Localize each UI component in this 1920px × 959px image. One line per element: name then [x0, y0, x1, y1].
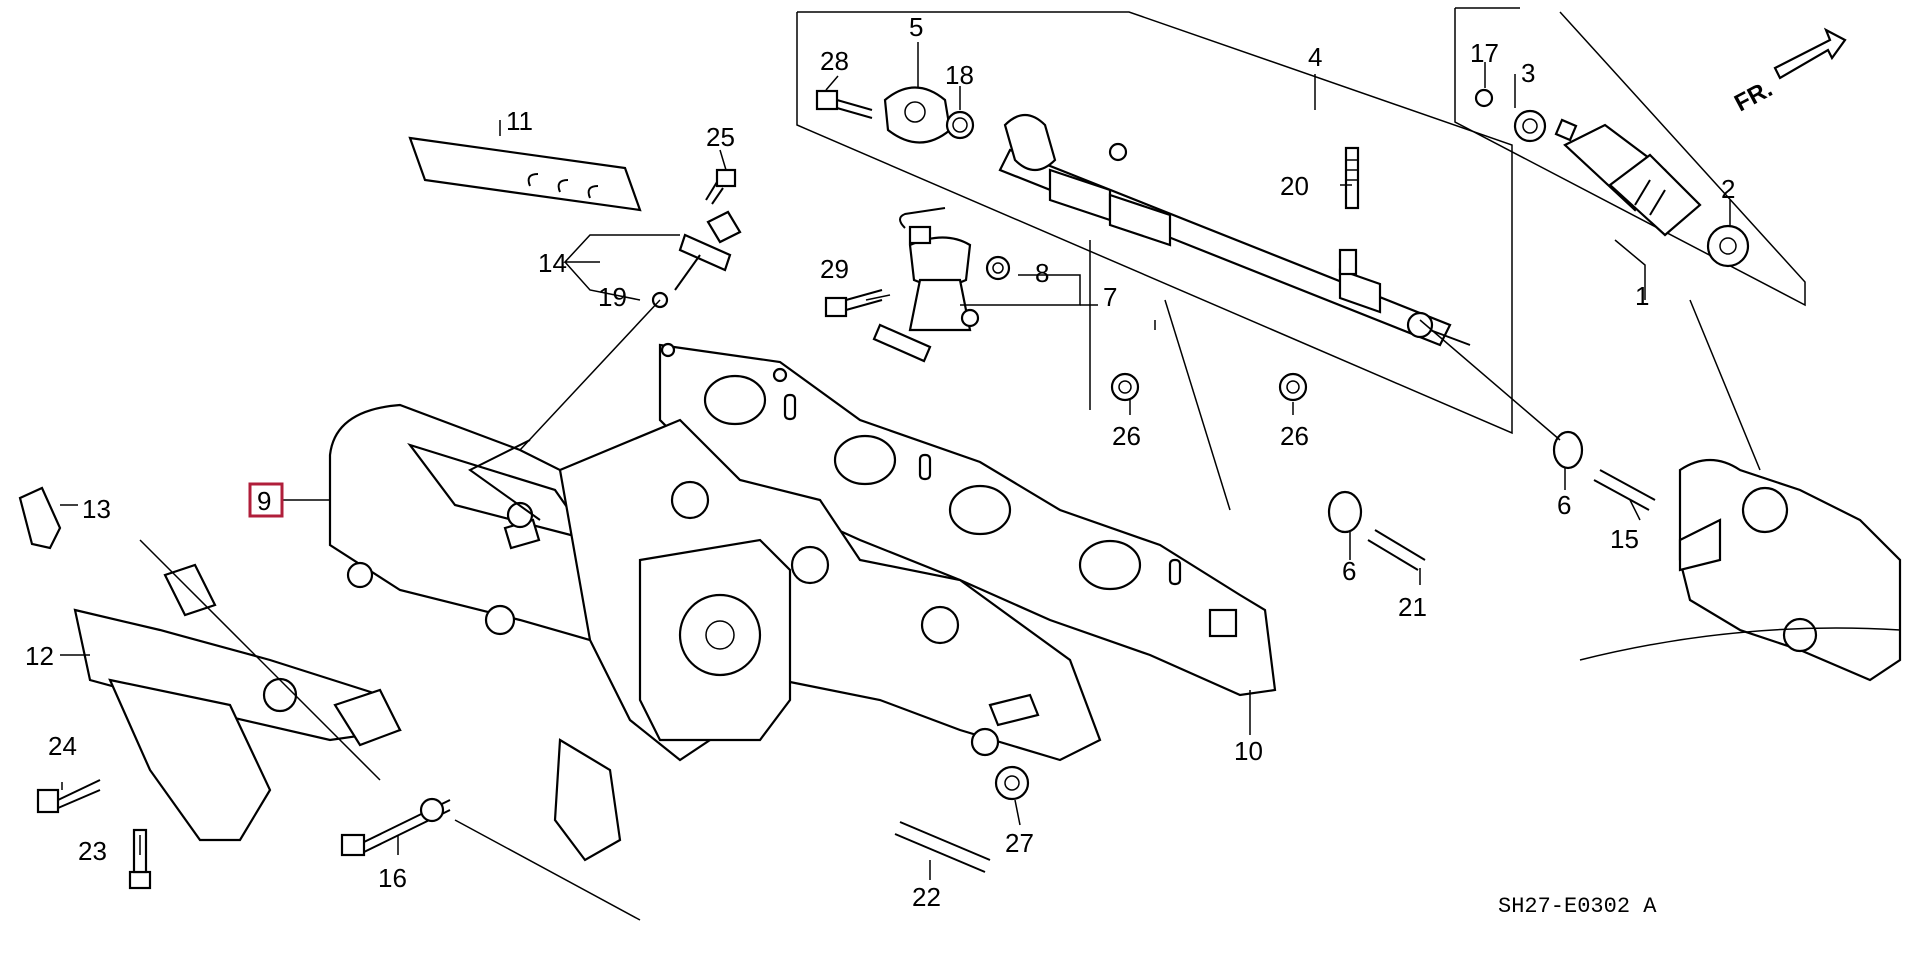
callout-6a: 6 [1342, 556, 1356, 586]
callout-2: 2 [1721, 174, 1735, 204]
bolt-16 [340, 797, 451, 857]
callout-26a: 26 [1112, 421, 1141, 451]
callout-24: 24 [48, 731, 77, 761]
pulsation-damper-5 [883, 86, 952, 144]
callout-8: 8 [1035, 258, 1049, 288]
injector-cushion-2 [1706, 224, 1750, 268]
callout-9: 9 [257, 486, 271, 516]
stud-22 [894, 821, 991, 873]
callout-27: 27 [1005, 828, 1034, 858]
nut-26b [1278, 372, 1308, 402]
collar-6a [1327, 490, 1363, 534]
nut-26a [1110, 372, 1140, 402]
stud-21 [1367, 529, 1426, 571]
o-ring-18 [945, 110, 975, 140]
bracket-12 [73, 563, 402, 842]
fuel-rail-group-outline [796, 11, 1513, 435]
callout-6b: 6 [1557, 490, 1571, 520]
callout-15: 15 [1610, 524, 1639, 554]
callout-7: 7 [1103, 282, 1117, 312]
intake-manifold-9 [328, 403, 1102, 862]
callout-29: 29 [820, 254, 849, 284]
stud-15 [1593, 469, 1656, 511]
emblem-11 [408, 136, 642, 212]
callout-13: 13 [82, 494, 111, 524]
callout-11: 11 [506, 106, 533, 136]
callout-19: 19 [598, 282, 627, 312]
bolt-29 [824, 289, 883, 318]
leader-lines [60, 42, 1761, 921]
clip-13 [18, 486, 62, 550]
callout-4: 4 [1308, 42, 1322, 72]
fuel-injector [1554, 118, 1702, 237]
front-direction-arrow [1773, 27, 1847, 80]
collar-6b [1552, 430, 1584, 470]
callout-23: 23 [78, 836, 107, 866]
nut-27 [994, 765, 1030, 801]
cylinder-head-partial [1579, 459, 1902, 682]
stud-20 [1344, 146, 1360, 210]
o-ring-8 [985, 255, 1011, 281]
callout-12: 12 [25, 641, 54, 671]
callout-25: 25 [706, 122, 735, 152]
callout-16: 16 [378, 863, 407, 893]
callout-9-highlight-box [248, 482, 284, 518]
bolt-28 [815, 89, 873, 119]
o-ring-17 [1474, 88, 1494, 108]
injector-group-outline [1454, 7, 1806, 307]
bolt-25 [705, 168, 737, 205]
callout-1: 1 [1635, 281, 1649, 311]
callout-18: 18 [945, 60, 974, 90]
bolt-24 [36, 779, 101, 814]
fuel-rail [998, 113, 1471, 347]
callout-17: 17 [1470, 38, 1499, 68]
front-direction-label: FR. [1730, 75, 1777, 117]
callout-28: 28 [820, 46, 849, 76]
callout-labels: 1 2 3 4 5 6 6 7 8 9 10 11 12 13 14 15 16… [25, 12, 1735, 912]
manifold-gasket-10 [658, 342, 1277, 697]
callout-21: 21 [1398, 592, 1427, 622]
callout-20: 20 [1280, 171, 1309, 201]
callout-22: 22 [912, 882, 941, 912]
callout-10: 10 [1234, 736, 1263, 766]
callout-14: 14 [538, 248, 567, 278]
injector-seal-3 [1513, 109, 1547, 143]
callout-5: 5 [909, 12, 923, 42]
sensor-14 [674, 210, 742, 291]
diagram-code: SH27-E0302 A [1498, 894, 1657, 919]
pressure-regulator [872, 207, 980, 363]
callout-26b: 26 [1280, 421, 1309, 451]
callout-3: 3 [1521, 58, 1535, 88]
